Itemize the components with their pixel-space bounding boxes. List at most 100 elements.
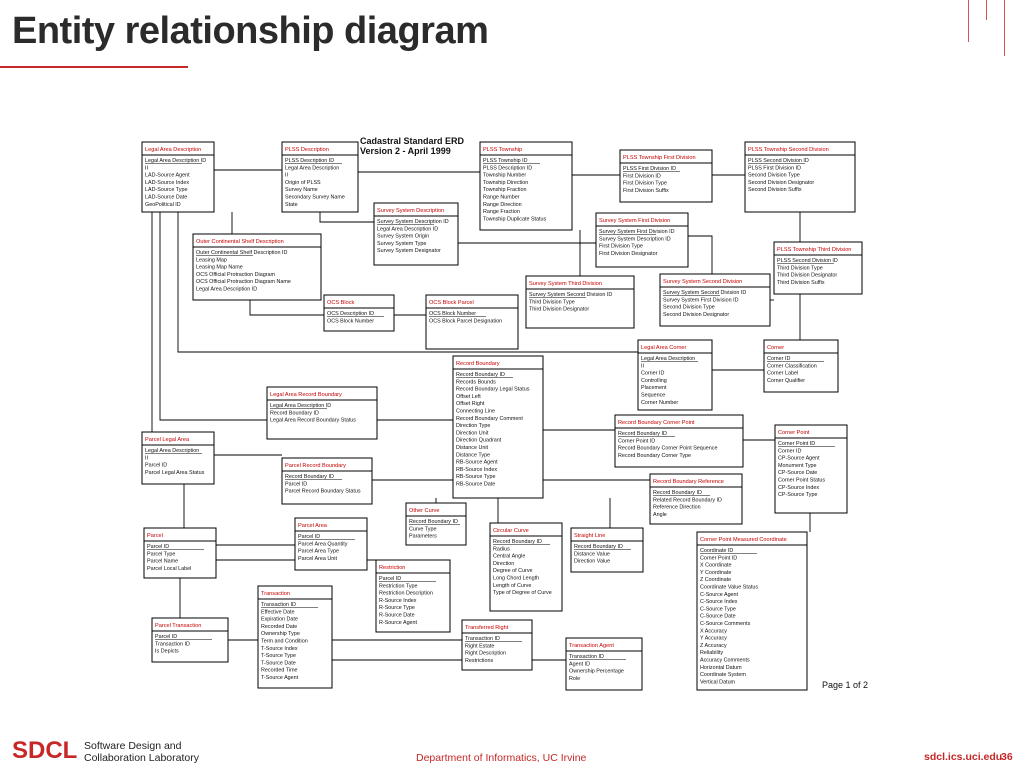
entity-title: Record Boundary [456, 361, 500, 367]
footer-department: Department of Informatics, UC Irvine [416, 752, 587, 764]
entity-attribute: Radius [493, 546, 510, 552]
entity-attribute: Survey System First Division ID [599, 229, 675, 235]
entity-attribute: Second Division Designator [663, 312, 729, 318]
page-note: Page 1 of 2 [822, 680, 868, 690]
entity-attribute: Direction Unit [456, 430, 489, 436]
entity-attribute: C-Source Date [700, 614, 736, 620]
entity-attribute: PLSS Description ID [285, 158, 334, 164]
corner-deco-line [1004, 0, 1005, 56]
entity-attribute: Survey Name [285, 187, 318, 193]
entity-box [405, 502, 467, 546]
entity-attribute: C-Source Comments [700, 621, 751, 627]
footer-url: sdcl.ics.uci.edu [924, 751, 1003, 763]
entity-box [281, 457, 373, 505]
entity-attribute: Secondary Survey Name [285, 195, 345, 201]
entity-attribute: Recorded Time [261, 668, 298, 674]
entity-box [595, 212, 689, 268]
entity-title: Straight Line [574, 533, 605, 539]
entity-attribute: Role [569, 676, 580, 682]
entity-attribute: Right Estate [465, 643, 494, 649]
entity-attribute: Related Record Boundary ID [653, 497, 722, 503]
entity-attribute: Record Boundary Comment [456, 416, 523, 422]
entity-box [281, 141, 359, 213]
entity-attribute: First Division Suffix [623, 188, 669, 194]
entity-attribute: Third Division Type [777, 265, 823, 271]
entity-attribute: Offset Left [456, 394, 481, 400]
entity-attribute: X Coordinate [700, 563, 731, 569]
relationship-line [249, 300, 324, 316]
entity-outer-continental-shelf-description: Outer Continental Shelf DescriptionOuter… [192, 233, 322, 301]
entity-attribute: Legal Area Record Boundary Status [270, 418, 356, 424]
entity-attribute: Accuracy Comments [700, 658, 750, 664]
entity-attribute: Is Depicts [155, 649, 179, 655]
erd-version: Version 2 - April 1999 [360, 146, 451, 156]
entity-attribute: C-Source Agent [700, 592, 739, 598]
entity-attribute: T-Source Agent [261, 675, 299, 681]
entity-attribute: Corner Number [641, 400, 678, 406]
entity-box [774, 424, 848, 514]
entity-attribute: Survey System Origin [377, 234, 429, 240]
entity-attribute: Distance Type [456, 452, 490, 458]
entity-attribute: Degree of Curve [493, 568, 533, 574]
entity-attribute: II [145, 455, 148, 461]
entity-title: Transaction [261, 591, 290, 597]
entity-box [257, 585, 333, 689]
entity-attribute: Second Division Type [663, 305, 715, 311]
footer-lab-line2: Collaboration Laboratory [84, 752, 199, 764]
entity-attribute: Direction [493, 561, 514, 567]
entity-attribute: Leasing Map Name [196, 265, 243, 271]
entity-attribute: OCS Block Number [327, 318, 374, 324]
entity-attribute: Parcel Local Label [147, 566, 191, 572]
footer-lab-line1: Software Design and [84, 740, 182, 752]
entity-box [479, 141, 573, 231]
entity-attribute: Transaction ID [465, 636, 500, 642]
entity-attribute: Record Boundary ID [618, 431, 667, 437]
entity-attribute: T-Source Type [261, 653, 296, 659]
entity-title: Survey System Description [377, 208, 444, 214]
entity-box [773, 241, 863, 295]
entity-attribute: Ownership Percentage [569, 669, 624, 675]
entity-title: PLSS Township First Division [623, 155, 696, 161]
entity-title: PLSS Description [285, 147, 329, 153]
entity-attribute: Restriction Description [379, 591, 433, 597]
entity-title: Circular Curve [493, 528, 529, 534]
entity-attribute: Z Coordinate [700, 577, 731, 583]
entity-title: Legal Area Record Boundary [270, 392, 342, 398]
entity-attribute: First Division Type [599, 244, 643, 250]
entity-attribute: Record Boundary ID [456, 372, 505, 378]
entity-attribute: R-Source Type [379, 605, 415, 611]
entity-attribute: Angle [653, 512, 667, 518]
entity-attribute: Curve Type [409, 526, 436, 532]
entity-attribute: Parcel Area Type [298, 549, 339, 555]
entity-attribute: Records Bounds [456, 379, 496, 385]
entity-attribute: Central Angle [493, 554, 525, 560]
entity-attribute: LAD-Source Index [145, 180, 189, 186]
entity-box [744, 141, 856, 213]
entity-attribute: Expiration Date [261, 617, 298, 623]
entity-attribute: Corner ID [641, 371, 664, 377]
entity-attribute: Survey System Description ID [599, 236, 671, 242]
entity-attribute: Reference Direction [653, 505, 701, 511]
entity-box [452, 355, 544, 499]
entity-attribute: Third Division Designator [529, 307, 589, 313]
entity-box [373, 202, 459, 266]
footer-logo: SDCL [12, 737, 78, 764]
entity-attribute: Agent ID [569, 661, 590, 667]
entity-title: Parcel [147, 533, 163, 539]
entity-attribute: RB-Source Type [456, 474, 495, 480]
entity-attribute: Parcel Area Quantity [298, 541, 348, 547]
entity-attribute: Type of Degree of Curve [493, 590, 552, 596]
entity-box [461, 619, 533, 671]
entity-attribute: GeoPolitical ID [145, 202, 181, 208]
